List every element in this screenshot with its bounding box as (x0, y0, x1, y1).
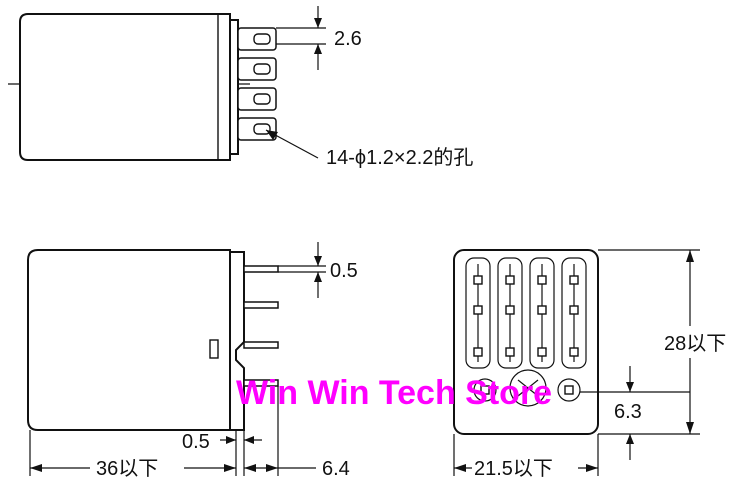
height-dimension (598, 249, 700, 435)
relay-body-side (27, 249, 231, 431)
base-pin-grid (465, 257, 587, 369)
socket-side (229, 251, 245, 431)
side-offset-label: 0.5 (182, 431, 210, 453)
height-label: 28以下 (664, 333, 726, 355)
store-watermark: Win Win Tech Store (236, 374, 552, 412)
terminal-pins-top (237, 27, 277, 141)
base-offset-label: 6.3 (614, 401, 642, 423)
terminal-pins-side (243, 265, 279, 387)
width-label: 21.5以下 (474, 458, 553, 480)
top-view: 2.6 14-ϕ1.2×2.2的孔 (8, 6, 473, 169)
pitch-dimension (276, 6, 326, 70)
length-label: 36以下 (96, 458, 158, 480)
hole-leader (265, 129, 319, 159)
socket-flange (229, 19, 239, 155)
length-dimension (29, 430, 236, 476)
pitch-label: 2.6 (334, 28, 362, 50)
hole-spec-label: 14-ϕ1.2×2.2的孔 (326, 146, 473, 169)
side-offset-dimension (220, 430, 262, 476)
coil-terminals (473, 369, 581, 407)
pin-thickness-label: 0.5 (330, 260, 358, 282)
pin-thickness-dimension (278, 242, 326, 298)
side-view: 0.5 0.5 36以下 6.4 (27, 242, 358, 480)
base-offset-dimension (580, 366, 690, 460)
bottom-view: 28以下 6.3 21.5以下 (453, 249, 726, 480)
relay-body-top (19, 13, 231, 161)
pin-length-label: 6.4 (322, 458, 350, 480)
pin-length-dimension (244, 386, 316, 476)
